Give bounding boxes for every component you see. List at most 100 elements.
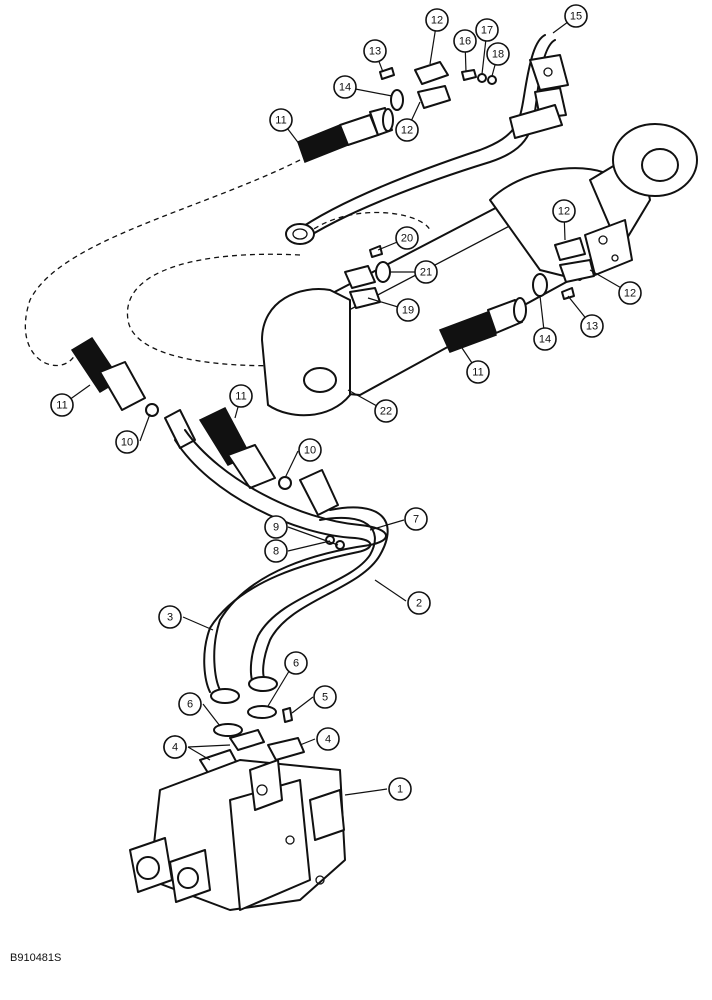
callout-22: 22 [374, 399, 398, 423]
callout-14: 14 [533, 327, 557, 351]
callout-label: 9 [273, 522, 279, 534]
callout-circle [313, 685, 337, 709]
callout-11: 11 [50, 393, 74, 417]
callout-21: 21 [414, 260, 438, 284]
callout-17: 17 [475, 18, 499, 42]
callout-12: 12 [618, 281, 642, 305]
callout-label: 13 [586, 321, 598, 333]
callout-20: 20 [395, 226, 419, 250]
callout-10: 10 [115, 430, 139, 454]
callout-label: 5 [322, 692, 328, 704]
callout-label: 12 [558, 206, 570, 218]
callout-4: 4 [316, 727, 340, 751]
callout-label: 11 [275, 115, 286, 127]
callout-circle [407, 591, 431, 615]
callout-circle [618, 281, 642, 305]
callout-circle [298, 438, 322, 462]
hydraulic-cylinder [261, 123, 698, 417]
callout-circle [580, 314, 604, 338]
valve-flange-parts [199, 705, 305, 777]
upper-hose-fitting [297, 107, 394, 163]
callout-12: 12 [425, 8, 449, 32]
callout-label: 4 [325, 734, 331, 746]
callout-circle [316, 727, 340, 751]
callout-label: 19 [402, 305, 414, 317]
hose-routing-dashed-lines [24, 159, 461, 367]
callout-circle [264, 515, 288, 539]
callout-circle [395, 226, 419, 250]
callout-label: 12 [431, 15, 443, 27]
callout-circle [269, 108, 293, 132]
callout-13: 13 [363, 39, 387, 63]
callout-circle [533, 327, 557, 351]
callout-11: 11 [229, 384, 253, 408]
callout-label: 14 [539, 334, 551, 346]
callout-9: 9 [264, 515, 288, 539]
callout-label: 17 [481, 25, 493, 37]
callout-12: 12 [552, 199, 576, 223]
callout-15: 15 [564, 4, 588, 28]
callout-6: 6 [284, 651, 308, 675]
callout-circle [178, 692, 202, 716]
callout-circle [333, 75, 357, 99]
callout-label: 1 [397, 784, 403, 796]
callout-label: 13 [369, 46, 381, 58]
callout-label: 4 [172, 742, 178, 754]
callout-7: 7 [404, 507, 428, 531]
mid-hose-assemblies [70, 336, 339, 516]
callouts: 1234445667891010111111111212121213131414… [50, 4, 642, 801]
callout-label: 15 [570, 11, 582, 23]
callout-6: 6 [178, 692, 202, 716]
callout-label: 18 [492, 49, 504, 61]
callout-4: 4 [163, 735, 187, 759]
callout-2: 2 [407, 591, 431, 615]
callout-circle [453, 29, 477, 53]
figure-code: B910481S [10, 952, 62, 964]
cylinder-hose-fitting [438, 297, 527, 353]
callout-circle [264, 539, 288, 563]
callout-circle [404, 507, 428, 531]
callout-label: 12 [624, 288, 636, 300]
flange-halves-and-seals [344, 61, 595, 309]
callout-circle [115, 430, 139, 454]
callout-label: 21 [420, 267, 432, 279]
callout-label: 10 [304, 445, 316, 457]
callout-10: 10 [298, 438, 322, 462]
callout-circle [158, 605, 182, 629]
callout-label: 10 [121, 437, 133, 449]
callout-circle [396, 298, 420, 322]
callout-label: 20 [401, 233, 413, 245]
callout-label: 11 [235, 391, 246, 403]
callout-3: 3 [158, 605, 182, 629]
callout-circle [414, 260, 438, 284]
callout-8: 8 [264, 539, 288, 563]
callout-circle [564, 4, 588, 28]
callout-circle [486, 42, 510, 66]
callout-circle [50, 393, 74, 417]
callout-label: 7 [413, 514, 419, 526]
callout-circle [284, 651, 308, 675]
callout-label: 3 [167, 612, 173, 624]
callout-circle [466, 360, 490, 384]
callout-circle [388, 777, 412, 801]
callout-label: 11 [472, 367, 483, 379]
lower-steel-tubes [174, 429, 389, 704]
callout-13: 13 [580, 314, 604, 338]
callout-circle [229, 384, 253, 408]
callout-11: 11 [466, 360, 490, 384]
callout-5: 5 [313, 685, 337, 709]
callout-1: 1 [388, 777, 412, 801]
callout-label: 6 [187, 699, 193, 711]
callout-label: 8 [273, 546, 279, 558]
callout-circle [374, 399, 398, 423]
callout-circle [363, 39, 387, 63]
control-valve [129, 759, 346, 911]
callout-label: 6 [293, 658, 299, 670]
callout-11: 11 [269, 108, 293, 132]
callout-circle [425, 8, 449, 32]
callout-label: 2 [416, 598, 422, 610]
upper-steel-tube [285, 34, 569, 245]
callout-circle [552, 199, 576, 223]
callout-14: 14 [333, 75, 357, 99]
